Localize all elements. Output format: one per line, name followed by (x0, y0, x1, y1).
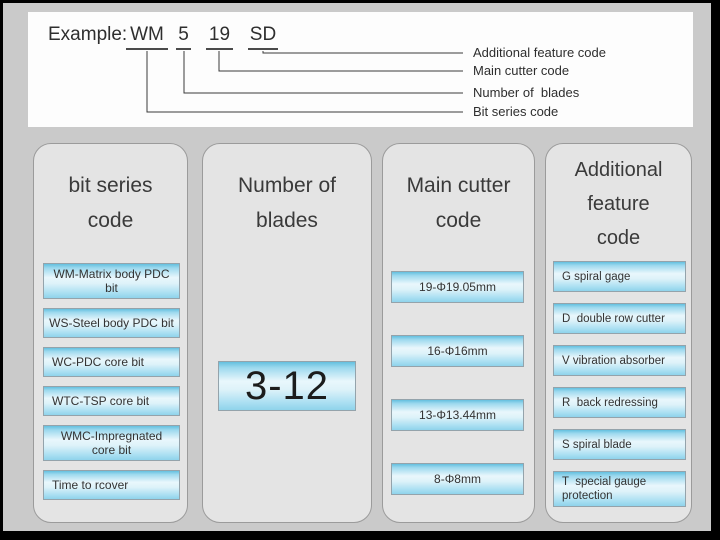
column-bit-series-code: bit series code WM-Matrix body PDC bit W… (33, 143, 188, 523)
list-item: Time to rcover (43, 470, 180, 500)
example-code-19: 19 (206, 24, 233, 50)
column-items: G spiral gage D double row cutter V vibr… (553, 261, 686, 507)
column-title-line: code (596, 227, 641, 249)
list-item: 16-Φ16mm (391, 335, 524, 367)
column-title-line: code (87, 209, 134, 232)
column-main-cutter-code: Main cutter code 19-Φ19.05mm 16-Φ16mm 13… (382, 143, 535, 523)
column-title-line: Number of (237, 174, 337, 197)
list-item: WMC-Impregnated core bit (43, 425, 180, 461)
column-title-line: Additional (574, 159, 663, 181)
list-item: WS-Steel body PDC bit (43, 308, 180, 338)
example-code-sd: SD (248, 24, 278, 50)
column-items: WM-Matrix body PDC bit WS-Steel body PDC… (43, 263, 180, 500)
list-item: S spiral blade (553, 429, 686, 460)
list-item: WTC-TSP core bit (43, 386, 180, 416)
column-title-line: blades (256, 209, 318, 232)
diagram-page: Example: WM 5 19 SD Additional feature c… (3, 3, 711, 531)
list-item: 19-Φ19.05mm (391, 271, 524, 303)
blades-range-value: 3-12 (218, 361, 356, 411)
callout-additional-feature-code: Additional feature code (473, 45, 606, 60)
example-code-5: 5 (176, 24, 191, 50)
list-item: G spiral gage (553, 261, 686, 292)
list-item: 8-Φ8mm (391, 463, 524, 495)
list-item: D double row cutter (553, 303, 686, 334)
column-title: Additional feature code (546, 153, 691, 255)
callout-bit-series-code: Bit series code (473, 104, 559, 119)
list-item: WM-Matrix body PDC bit (43, 263, 180, 299)
column-title: Number of blades (203, 168, 371, 238)
column-title-line: Main cutter (406, 174, 511, 197)
column-title-line: bit series (68, 174, 153, 197)
callout-lines (146, 51, 463, 113)
column-title-line: code (435, 209, 482, 232)
example-code-wm: WM (126, 24, 168, 50)
list-item: WC-PDC core bit (43, 347, 180, 377)
column-items: 3-12 (218, 361, 356, 411)
column-title: Main cutter code (383, 168, 534, 238)
column-items: 19-Φ19.05mm 16-Φ16mm 13-Φ13.44mm 8-Φ8mm (391, 271, 524, 495)
callout-main-cutter-code: Main cutter code (473, 63, 570, 78)
column-number-of-blades: Number of blades 3-12 (202, 143, 372, 523)
column-title-line: feature (587, 193, 650, 215)
column-additional-feature-code: Additional feature code G spiral gage D … (545, 143, 692, 523)
example-label: Example: (48, 24, 128, 45)
column-title: bit series code (34, 168, 187, 238)
list-item: 13-Φ13.44mm (391, 399, 524, 431)
callout-number-of-blades: Number of blades (473, 85, 580, 100)
list-item: V vibration absorber (553, 345, 686, 376)
list-item: T special gauge protection (553, 471, 686, 507)
example-panel: Example: WM 5 19 SD Additional feature c… (28, 12, 693, 127)
list-item: R back redressing (553, 387, 686, 418)
